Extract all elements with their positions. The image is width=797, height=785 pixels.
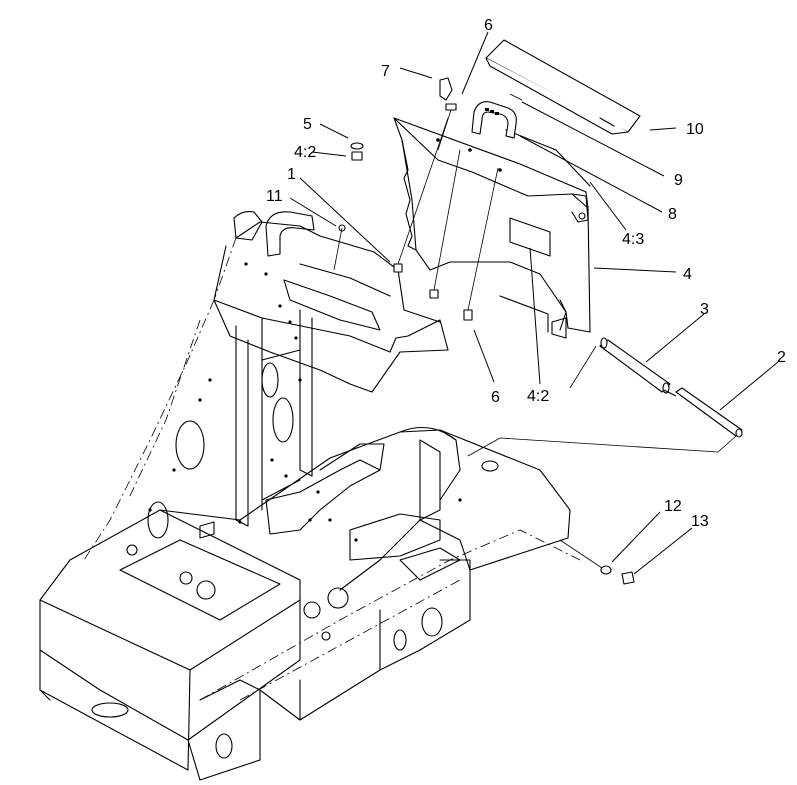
callout-3: 3	[700, 301, 709, 318]
callout-10: 8	[668, 206, 677, 223]
callout-1: 1	[287, 166, 296, 183]
callout-13: 11	[266, 188, 283, 205]
main-frame	[39, 211, 581, 781]
callout-4-3: 4:3	[622, 231, 644, 248]
callout-8: 6	[484, 17, 493, 34]
fasteners	[333, 77, 635, 585]
callout-labels: 6 7 5 4:2 1 11 10 9 8 4:3 4 3 2 4:2 6 12…	[266, 17, 786, 530]
pivot-parts-2-3	[467, 337, 743, 569]
callout-2: 2	[777, 349, 786, 366]
callout-7: 5	[303, 116, 312, 133]
callout-4-2: 4:2	[527, 388, 549, 405]
callout-5: 4:2	[294, 144, 316, 161]
panel-part-4	[393, 117, 591, 339]
callout-12: 10	[686, 121, 704, 138]
callout-11: 9	[674, 172, 683, 189]
handle-part-10	[471, 101, 517, 139]
callout-14: 12	[664, 498, 682, 515]
pad-part-12	[485, 39, 641, 135]
leader-lines	[289, 31, 779, 575]
callout-15: 13	[691, 513, 709, 530]
callout-4: 4	[683, 266, 692, 283]
callout-9: 7	[381, 63, 390, 80]
callout-6: 6	[491, 389, 500, 406]
